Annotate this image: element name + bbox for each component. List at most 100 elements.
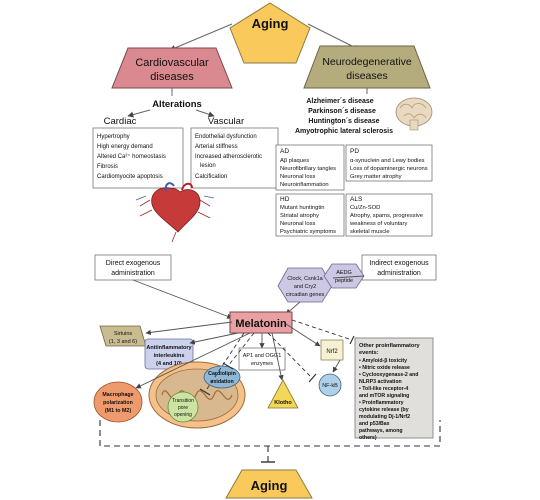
svg-text:peptide: peptide (335, 278, 353, 284)
svg-text:Striatal atrophy: Striatal atrophy (280, 213, 319, 219)
svg-text:• Amyloid-β toxicity: • Amyloid-β toxicity (359, 358, 407, 364)
svg-text:Transition: Transition (172, 398, 194, 404)
cardiac-item: Hypertrophy (97, 134, 130, 140)
svg-text:• Toll-like receptor-4: • Toll-like receptor-4 (359, 386, 408, 392)
svg-text:NF-kB: NF-kB (322, 383, 338, 389)
brain-illustration (395, 97, 433, 131)
vascular-item: Calcification (195, 174, 227, 180)
svg-text:Mutant huntingtin: Mutant huntingtin (280, 205, 324, 211)
svg-text:pore: pore (178, 405, 188, 411)
convergence-bracket (99, 420, 441, 462)
svg-text:Macrophage: Macrophage (102, 392, 133, 398)
svg-text:Direct exogenous: Direct exogenous (106, 260, 161, 267)
svg-text:Psychiatric symptoms: Psychiatric symptoms (280, 229, 336, 235)
inhibition-bars (199, 335, 355, 396)
svg-text:pathways, among: pathways, among (359, 428, 403, 434)
cardiovascular-diseases-box: Cardiovascular diseases (111, 47, 233, 89)
antiinflammatory-interleukins-box: Antiinflammatory interleukins (4 and 10) (144, 338, 194, 370)
svg-text:Atrophy, spams, progressive: Atrophy, spams, progressive (350, 213, 423, 219)
als-box: ALS Cu/Zn-SOD Atrophy, spams, progressiv… (345, 193, 433, 237)
neurodegenerative-diseases-box: Neurodegenerative diseases (303, 45, 431, 89)
proinflammatory-events-box: Other proinflammatory events: • Amyloid-… (354, 337, 434, 441)
svg-text:AEDG: AEDG (336, 270, 352, 276)
svg-text:Parkinson´s disease: Parkinson´s disease (308, 108, 376, 115)
nfkb-circle: NF-kB (318, 373, 342, 397)
direct-administration-box: Direct exogenous administration (94, 254, 172, 281)
svg-text:• Proinflammatory: • Proinflammatory (359, 400, 404, 406)
svg-text:Aging: Aging (251, 478, 288, 493)
svg-text:and p53/Bax: and p53/Bax (359, 421, 390, 427)
svg-text:Alzheimer´s disease: Alzheimer´s disease (306, 98, 373, 105)
vascular-item: Arterial stiffness (195, 144, 238, 150)
vascular-label: Vascular (208, 116, 244, 127)
alterations-title: Alterations (152, 99, 202, 110)
svg-text:others): others) (359, 435, 377, 441)
svg-text:Neuronal loss: Neuronal loss (280, 221, 316, 227)
indirect-administration-box: Indirect exogenous administration (361, 254, 437, 281)
svg-text:PD: PD (350, 148, 359, 155)
svg-text:Aging: Aging (252, 16, 289, 31)
svg-text:• Cyclooxygenase-2 and: • Cyclooxygenase-2 and (359, 372, 418, 378)
inhibition-lines (204, 319, 353, 393)
alterations-branches (127, 109, 215, 118)
circadian-genes-hexagon: Clock, Csnk1a and Cry2 circadian genes (277, 267, 333, 303)
svg-text:cytokine release (by: cytokine release (by (359, 407, 409, 413)
svg-text:skeletal muscle: skeletal muscle (350, 229, 390, 235)
pd-box: PD α-synuclein and Lewy bodies Loss of d… (345, 144, 433, 182)
svg-text:Indirect exogenous: Indirect exogenous (369, 260, 429, 267)
svg-text:(4 and 10): (4 and 10) (156, 361, 182, 367)
cardiac-alterations-box: Hypertrophy High energy demand Altered C… (92, 127, 184, 189)
ad-box: AD Aβ plaques Neurofibrillary tangles Ne… (275, 144, 345, 191)
neuro-disease-list: Alzheimer´s disease Parkinson´s disease … (295, 88, 393, 135)
svg-text:oxidation: oxidation (210, 379, 234, 385)
svg-text:enzymes: enzymes (251, 361, 273, 367)
svg-text:opening: opening (174, 412, 192, 418)
svg-text:Klotho: Klotho (274, 400, 292, 406)
svg-text:Antiinflammatory: Antiinflammatory (146, 345, 192, 351)
heart-illustration (135, 182, 215, 243)
svg-text:Sirtuins: Sirtuins (114, 331, 133, 337)
svg-text:ALS: ALS (350, 196, 363, 203)
svg-text:Cardiolipin: Cardiolipin (208, 371, 236, 377)
svg-text:weakness of voluntary: weakness of voluntary (349, 221, 407, 227)
vascular-item: lesion (200, 163, 216, 169)
svg-text:administration: administration (111, 270, 155, 277)
cardiac-item: High energy demand (97, 144, 153, 150)
svg-text:Aβ plaques: Aβ plaques (280, 158, 309, 164)
svg-text:Melatonin: Melatonin (235, 318, 287, 330)
svg-text:polarization: polarization (103, 400, 133, 406)
cardiac-item: Cardiomyocite apoptosis (97, 174, 163, 180)
svg-text:HD: HD (280, 196, 290, 203)
transition-pore-circle: Transition pore opening (167, 391, 199, 423)
svg-text:interleukins: interleukins (154, 353, 185, 359)
svg-text:Cardiovascular: Cardiovascular (135, 57, 209, 69)
cardiac-label: Cardiac (104, 116, 137, 127)
svg-text:NLRP3 activation: NLRP3 activation (359, 379, 402, 385)
svg-text:AP1 and OGG1: AP1 and OGG1 (243, 353, 282, 359)
svg-text:(M1 to M2): (M1 to M2) (105, 408, 131, 414)
svg-text:Loss of dopaminergic neurons: Loss of dopaminergic neurons (350, 166, 428, 172)
vascular-alterations-box: Endothelial dysfunction Arterial stiffne… (190, 127, 279, 189)
svg-text:administration: administration (377, 270, 421, 277)
svg-text:Clock, Csnk1a: Clock, Csnk1a (287, 276, 323, 282)
svg-text:and Cry2: and Cry2 (294, 284, 316, 290)
svg-text:(1, 3 and 6): (1, 3 and 6) (109, 339, 137, 345)
svg-text:Neurodegenerative: Neurodegenerative (322, 56, 411, 68)
nrf2-box: Nrf2 (320, 339, 344, 361)
svg-text:Grey matter atrophy: Grey matter atrophy (350, 174, 402, 180)
aging-node-bottom: Aging (225, 469, 313, 499)
sirtuins-box: Sirtuins (1, 3 and 6) (99, 325, 147, 347)
svg-text:Neuronal loss: Neuronal loss (280, 174, 316, 180)
svg-text:Neurofibrillary tangles: Neurofibrillary tangles (280, 166, 336, 172)
svg-text:α-synuclein and Lewy bodies: α-synuclein and Lewy bodies (350, 158, 425, 164)
svg-text:and mTOR signaling: and mTOR signaling (359, 393, 409, 399)
effect-arrows (135, 321, 341, 389)
svg-text:• Nitric oxide release: • Nitric oxide release (359, 365, 410, 371)
svg-text:Nrf2: Nrf2 (326, 349, 338, 355)
aedg-peptide-hexagon: AEDG peptide (323, 263, 365, 289)
svg-text:Neuroinflammation: Neuroinflammation (280, 182, 329, 188)
cardiolipin-oxidation-ellipse: Cardiolipin oxidation (203, 365, 241, 389)
hd-box: HD Mutant huntingtin Striatal atrophy Ne… (275, 193, 345, 237)
cardiac-item: Altered Ca²⁺ homeostasis (97, 153, 166, 160)
